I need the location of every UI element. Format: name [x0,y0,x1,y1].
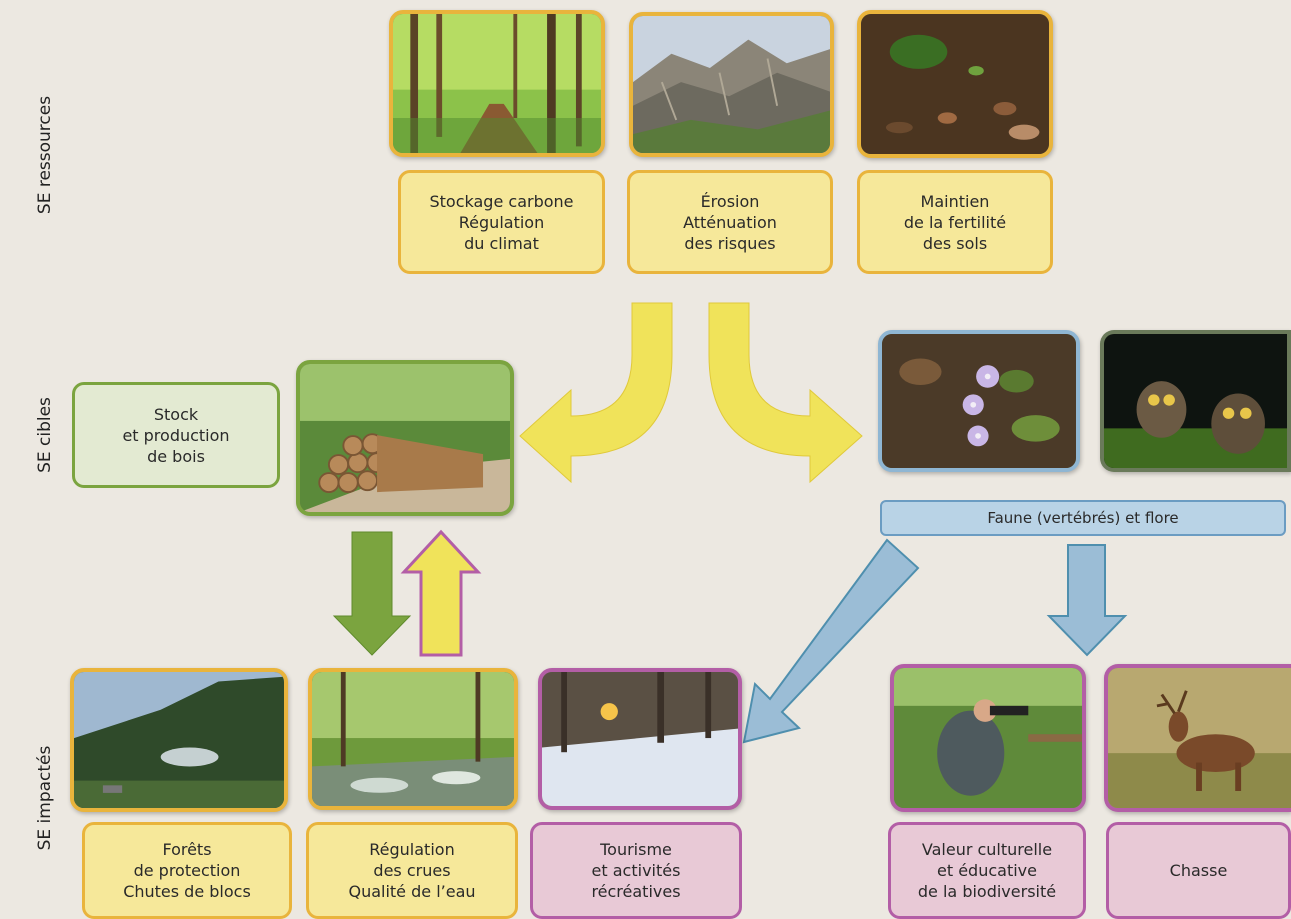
yellow-curved-arrow-left [519,302,673,484]
label-faune-flore: Faune (vertébrés) et flore [880,500,1286,536]
hepatica-flowers-photo [878,330,1080,472]
owls-photo [1100,330,1291,472]
label-valeur-culturelle: Valeur culturelle et éducative de la bio… [888,822,1086,919]
label-fertilite-sols: Maintien de la fertilité des sols [857,170,1053,274]
wildlife-photographer-photo [890,664,1086,812]
label-regulation-crues: Régulation des crues Qualité de l’eau [306,822,518,919]
snowy-forest-path-photo [538,668,742,810]
up-arrow-pink-outline [400,529,482,657]
red-deer-photo [1104,664,1291,812]
label-erosion: Érosion Atténuation des risques [627,170,833,274]
eroded-mountain-photo [629,12,834,157]
label-tourisme: Tourisme et activités récréatives [530,822,742,919]
yellow-curved-arrow-right [708,302,863,484]
label-chasse: Chasse [1106,822,1291,919]
blue-down-arrow [1046,544,1128,657]
forest-photo [389,10,605,157]
label-forets-protection: Forêts de protection Chutes de blocs [82,822,292,919]
forest-soil-photo [857,10,1053,158]
protection-forest-photo [70,668,288,812]
forest-stream-photo [308,668,518,810]
log-pile-photo [296,360,514,516]
label-stock-bois: Stock et production de bois [72,382,280,488]
label-stockage-carbone: Stockage carbone Régulation du climat [398,170,605,274]
blue-diagonal-arrow [742,538,920,744]
green-down-arrow [332,531,412,656]
